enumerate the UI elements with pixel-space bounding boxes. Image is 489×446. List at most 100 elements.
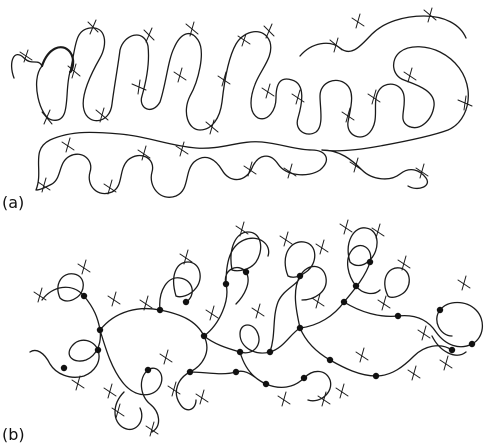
crosslink-node [144,366,152,374]
side-group [397,255,411,271]
side-group [145,421,159,437]
side-group [95,107,109,123]
side-group [173,67,187,83]
crosslink-node [266,348,274,356]
crosslink-node [242,268,250,276]
side-group [261,83,275,99]
side-group [329,37,343,53]
crosslink-node [60,364,68,372]
side-groups-b [33,219,471,437]
side-group [33,287,47,303]
side-group [311,293,325,309]
panel-a-label: (a) [2,193,24,212]
side-group [179,249,193,265]
crosslink-nodes [60,258,476,388]
side-group [159,349,173,365]
side-group [315,239,329,255]
network-chains [29,237,483,433]
side-group [195,389,209,405]
side-group [111,403,125,419]
side-group [77,259,91,275]
side-group [367,89,381,105]
side-group [61,137,75,153]
side-group [243,161,257,177]
chain-a-upper [10,27,469,152]
side-group [349,157,363,173]
panel-b-label: (b) [2,425,25,444]
side-group [137,145,151,161]
crosslink-node [436,306,444,314]
crosslink-node [352,282,360,290]
crosslink-node [366,258,374,266]
side-group [355,347,369,363]
side-group [107,291,121,307]
side-group [377,295,391,311]
crosslink-node [468,340,476,348]
side-group [417,325,431,341]
side-group [251,303,265,319]
chain-a-upper-right [299,15,467,57]
crosslink-node [186,368,194,376]
side-group [279,231,293,247]
crosslink-node [80,292,88,300]
crosslink-node [340,298,348,306]
network-loops [57,227,467,431]
side-group [339,219,353,235]
side-group [37,177,51,193]
side-group [457,275,471,291]
side-group [19,49,33,63]
crosslink-node [262,380,270,388]
side-group [263,23,275,39]
side-group [277,391,291,407]
side-group [341,107,355,123]
crosslink-node [222,280,230,288]
crosslink-node [296,272,304,280]
chain-a-thick-segment [40,46,75,74]
side-group [185,21,199,37]
side-group [131,79,147,95]
side-group [237,33,251,47]
side-group [67,63,81,79]
side-group [167,381,181,397]
side-group [407,365,421,381]
side-group [87,19,99,35]
side-group [317,391,331,407]
crosslink-node [200,332,208,340]
side-group [205,305,219,321]
side-group [41,109,53,125]
side-group [103,179,117,195]
crosslink-node [296,324,304,332]
side-group [143,27,155,43]
crosslink-node [236,348,244,356]
side-group [403,67,417,83]
side-group [371,223,385,239]
panel-b: (b) [2,219,483,444]
side-group [291,89,305,105]
side-group [335,383,349,399]
side-group [423,7,437,23]
side-groups-a [19,7,473,195]
panel-a: (a) [2,7,473,212]
side-group [351,13,365,29]
side-group [205,119,219,135]
chain-a-lower [35,131,429,198]
crosslink-node [448,346,456,354]
side-group [283,163,297,179]
crosslink-node [300,374,308,382]
crosslink-node [182,298,190,306]
side-group [217,71,231,87]
side-group [175,141,189,157]
crosslink-node [96,326,104,334]
crosslink-node [156,306,164,314]
side-group [103,383,117,399]
side-group [457,95,473,111]
side-group [235,221,249,237]
crosslink-node [394,312,402,320]
crosslink-node [326,356,334,364]
crosslink-node [372,372,380,380]
side-group [415,163,429,179]
crosslink-node [232,368,240,376]
crosslink-node [94,346,102,354]
side-group [71,375,85,391]
